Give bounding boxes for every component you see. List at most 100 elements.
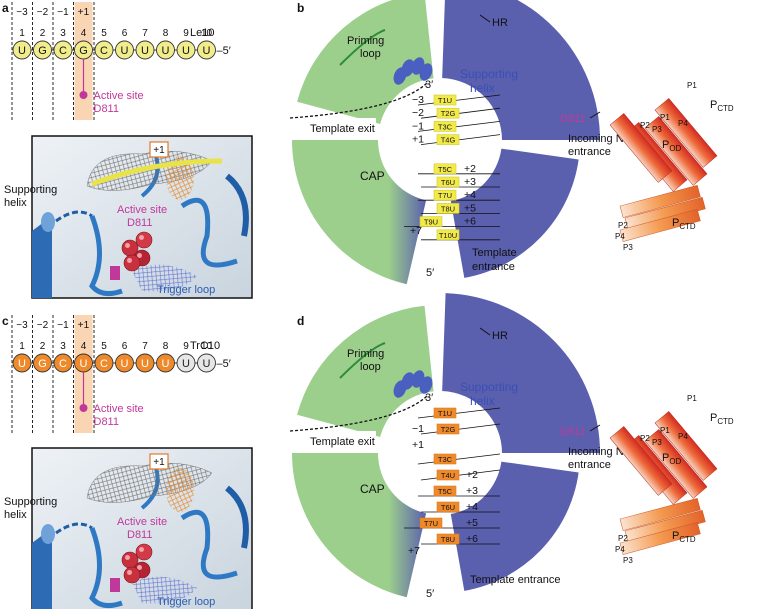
rdrp-domain-lower (450, 148, 579, 278)
nucleotide-base: G (38, 358, 47, 370)
helix-link (55, 210, 93, 223)
template-position-label: +2 (464, 163, 476, 175)
rdrp-label: RdRp (580, 29, 611, 43)
nucleotide-base: G (79, 45, 88, 57)
template-position-label: +6 (466, 533, 478, 545)
protein-ribbon (89, 527, 123, 609)
plus1-box (149, 453, 169, 470)
sphere-highlight (125, 555, 130, 560)
rod-label: P2 (618, 534, 628, 543)
nucleotide-base: U (162, 358, 170, 370)
cap-domain (292, 453, 427, 598)
template-entrance-label: Template (472, 247, 517, 259)
template-position-label: −1 (412, 423, 424, 435)
template-exit-label: Template exit (310, 436, 375, 448)
template-nucleotide (436, 229, 460, 241)
pctd-rod (619, 497, 701, 531)
nucleotide-index: 6 (122, 28, 128, 39)
template-position-label: +6 (464, 216, 476, 228)
helix-cylinder-cap (41, 212, 55, 232)
nucleotide-base: C (59, 358, 67, 370)
protein-ribbon (225, 173, 249, 237)
inset-active-site-label: Active site (117, 204, 167, 216)
nucleotide-bead (197, 40, 216, 60)
template-position-label: +3 (464, 176, 476, 188)
nucleotide-index: 7 (142, 341, 148, 352)
template-nucleotide-label: T2G (441, 425, 456, 434)
nucleotide-index: 3 (60, 341, 66, 352)
three-prime-label: 3′ (425, 79, 433, 91)
rna-name: TrC10 (190, 340, 220, 352)
nucleotide-base: G (38, 45, 47, 57)
plus1-label: +1 (153, 145, 165, 156)
pctd-label: PCTD (672, 217, 696, 231)
pctd-label: PCTD (710, 99, 734, 113)
template-nucleotide (433, 163, 457, 175)
cap-label: CAP (360, 482, 385, 496)
rna-stick (91, 158, 223, 187)
nucleotide-index: 2 (40, 28, 46, 39)
rod-label: P4 (615, 545, 625, 554)
template-nucleotide-label: T2G (441, 109, 456, 118)
cap-label: CAP (360, 169, 385, 183)
nucleotide-index: 10 (201, 341, 213, 352)
template-position-label: +2 (466, 469, 478, 481)
nucleotide-bead (156, 40, 175, 60)
template-position-label: +4 (466, 501, 478, 513)
pod-rod (644, 429, 708, 499)
pod-label: POD (662, 139, 681, 153)
nucleotide-index: 10 (201, 28, 213, 39)
exit-channel (296, 431, 376, 453)
ntp-entrance-label-2: entrance (568, 146, 611, 158)
nucleotide-index: 7 (142, 28, 148, 39)
cap-domain (292, 140, 427, 285)
template-nucleotide (433, 485, 457, 497)
supporting-helix-blob (419, 376, 433, 394)
sphere-highlight (137, 565, 142, 570)
inset-active-site-label: Active site (117, 516, 167, 528)
rod-label: P3 (623, 243, 633, 252)
nucleotide-index: 2 (40, 341, 46, 352)
template-nucleotide (433, 453, 457, 465)
inset-trigger-loop-label: Trigger loop (157, 596, 215, 608)
active-site-label: Active site (94, 90, 144, 102)
template-nucleotide-label: T6U (441, 178, 455, 187)
rod-label: P2 (618, 221, 628, 230)
template-position-label: +3 (466, 485, 478, 497)
protein-ribbon (180, 509, 238, 580)
template-nucleotide (433, 121, 457, 132)
panel-letter: d (297, 314, 304, 328)
template-nucleotide (436, 469, 460, 481)
template-nucleotide-label: T1U (438, 96, 452, 105)
hr-label: HR (492, 330, 508, 342)
panel-letter: b (297, 1, 304, 15)
prime-end: –5′ (217, 45, 231, 57)
five-prime-label: 5′ (426, 588, 434, 600)
position-label: +1 (78, 7, 90, 18)
nucleotide-index: 5 (101, 28, 107, 39)
plus1-box (149, 141, 169, 158)
nucleotide-bead (53, 40, 73, 60)
supporting-helix-label: Supporting (460, 380, 518, 394)
template-position-label: +4 (464, 189, 476, 201)
rod-label: P4 (678, 432, 688, 441)
template-nucleotide-label: T4G (441, 136, 456, 145)
nucleotide-base: U (18, 358, 26, 370)
nucleotide-base: U (80, 358, 88, 370)
template-nucleotide-label: T5C (438, 487, 453, 496)
template-nucleotide (436, 423, 460, 435)
panel-a: aLe10−3−2−1+11U2G3C4G5C6U7U8U9U10U–5′Act… (2, 1, 253, 299)
position-label: −1 (57, 320, 69, 331)
template-position-label: −1 (412, 120, 424, 132)
rod-label: P1 (687, 394, 697, 403)
nucleotide-bead (156, 353, 175, 373)
nucleotide-base: C (59, 45, 67, 57)
sphere-highlight (139, 235, 144, 240)
priming-loop-label-2: loop (360, 361, 381, 373)
template-nucleotide-label: T10U (439, 231, 457, 240)
nucleotide-bead (197, 353, 216, 373)
sphere-highlight (127, 570, 132, 575)
helix-link (55, 522, 93, 535)
five-prime-label: 5′ (426, 267, 434, 279)
